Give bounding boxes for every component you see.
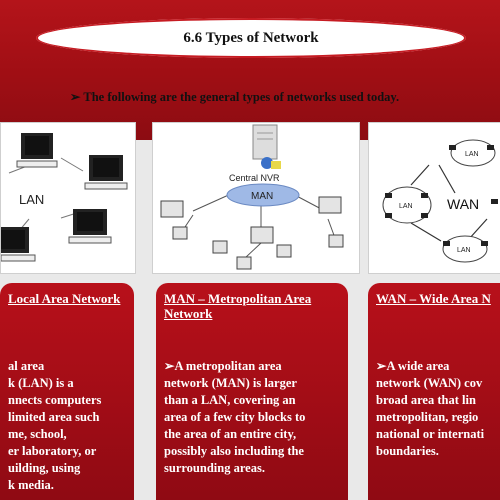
body-line: broad area that lin [376,393,476,407]
body-line: uilding, using [8,461,81,475]
wan-label: WAN [447,196,479,212]
slide-title: 6.6 Types of Network [183,29,319,46]
man-diagram: Central NVR MAN [160,124,344,270]
computer-icon [68,209,112,244]
router-icon [250,226,274,244]
man-diagram-panel: Central NVR MAN [152,122,360,274]
man-label: MAN [251,191,273,202]
wan-sub-lan-left [382,186,432,224]
body-line: al area [8,359,45,373]
camera-icon [212,240,228,254]
wan-diagram: LAN LAN LAN WAN [382,139,498,263]
heading-line: MAN – Metropolitan Area [164,291,312,306]
computer-icon [1,227,36,262]
body-line: metropolitan, regio [376,410,479,424]
lan-diagram-panel: LAN [0,122,136,274]
lan-label: LAN [19,192,44,207]
server-icon [252,124,281,169]
computer-icon [16,133,58,168]
body-line: area of a few city blocks to [164,410,306,424]
computer-icon [421,193,428,198]
man-card-heading: MAN – Metropolitan Area Network [164,291,344,321]
camera-icon [328,234,344,248]
man-card-body: ➢A metropolitan area network (MAN) is la… [164,358,344,477]
camera-icon [276,244,292,258]
body-line: national or internati [376,427,485,441]
body-line: me, school, [8,427,67,441]
body-line: ➢A wide area [376,359,450,373]
camera-icon [236,256,252,270]
body-line: nnects computers [8,393,102,407]
body-line: ➢A metropolitan area [164,359,282,373]
man-card: MAN – Metropolitan Area Network ➢A metro… [156,283,348,500]
wan-sub-lan-label: LAN [399,203,413,210]
lan-card: Local Area Network al area k (LAN) is a … [0,283,134,500]
wan-diagram-panel: LAN LAN LAN WAN [368,122,500,274]
heading-line: Network [164,306,213,321]
body-line: boundaries. [376,444,439,458]
slide-title-banner: 6.6 Types of Network [36,18,466,58]
body-line: the area of an entire city, [164,427,297,441]
man-ring [226,183,300,207]
body-line: er laboratory, or [8,444,97,458]
body-line: possibly also including the [164,444,304,458]
computer-icon [84,155,128,190]
wan-sub-lan-label: LAN [465,151,479,158]
computer-icon [449,145,456,150]
body-line: surrounding areas. [164,461,265,475]
router-icon [318,196,342,214]
computer-icon [443,241,450,246]
wan-sub-lan-top [450,139,496,167]
router-icon [160,200,184,218]
camera-icon [172,226,188,240]
wan-card-body: ➢A wide area network (WAN) cov broad are… [376,358,496,460]
wan-card: WAN – Wide Area N ➢A wide area network (… [368,283,500,500]
computer-icon [421,213,428,218]
computer-icon [481,241,488,246]
body-line: limited area such [8,410,100,424]
lan-card-body: al area k (LAN) is a nnects computers li… [8,358,130,494]
computer-icon [491,199,498,204]
body-line: k media. [8,478,54,492]
slide-subtitle: ➢ The following are the general types of… [70,90,400,104]
wan-sub-lan-label: LAN [457,247,471,254]
computer-icon [385,193,392,198]
lan-card-heading: Local Area Network [8,291,121,306]
body-line: than a LAN, covering an [164,393,296,407]
wan-card-heading: WAN – Wide Area N [376,291,491,306]
computer-icon [487,145,494,150]
central-nvr-label: Central NVR [229,173,280,183]
computer-icon [385,213,392,218]
body-line: network (MAN) is larger [164,376,297,390]
body-line: network (WAN) cov [376,376,483,390]
body-line: k (LAN) is a [8,376,74,390]
lan-diagram: LAN [1,133,128,262]
wan-sub-lan-bottom [442,235,488,263]
